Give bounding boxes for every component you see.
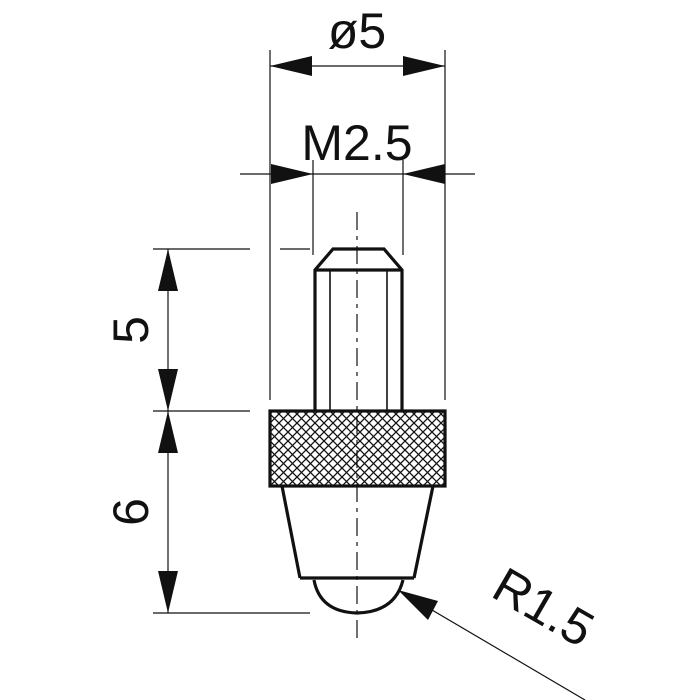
arrowhead: [403, 164, 445, 184]
dim-outer-diameter: ø5: [269, 3, 446, 400]
dim-label-thread: M2.5: [301, 115, 412, 171]
dim-thread: M2.5: [240, 115, 475, 255]
dim-vertical: 5 6: [103, 248, 310, 614]
ball-tip: [312, 579, 405, 615]
dim-label-head-length: 6: [103, 498, 159, 526]
dim-label-shank-length: 5: [103, 316, 159, 344]
arrowhead: [158, 571, 178, 613]
arrowhead: [158, 369, 178, 411]
arrowhead: [398, 590, 438, 620]
dim-tip-radius: R1.5: [397, 557, 603, 700]
arrowhead: [158, 249, 178, 291]
arrowhead: [270, 56, 312, 76]
arrowhead: [158, 411, 178, 453]
dim-label-outer-diameter: ø5: [328, 3, 386, 59]
arrowhead: [271, 164, 313, 184]
dim-label-tip-radius: R1.5: [484, 557, 603, 658]
arrowhead: [403, 56, 445, 76]
shank: [313, 247, 404, 410]
